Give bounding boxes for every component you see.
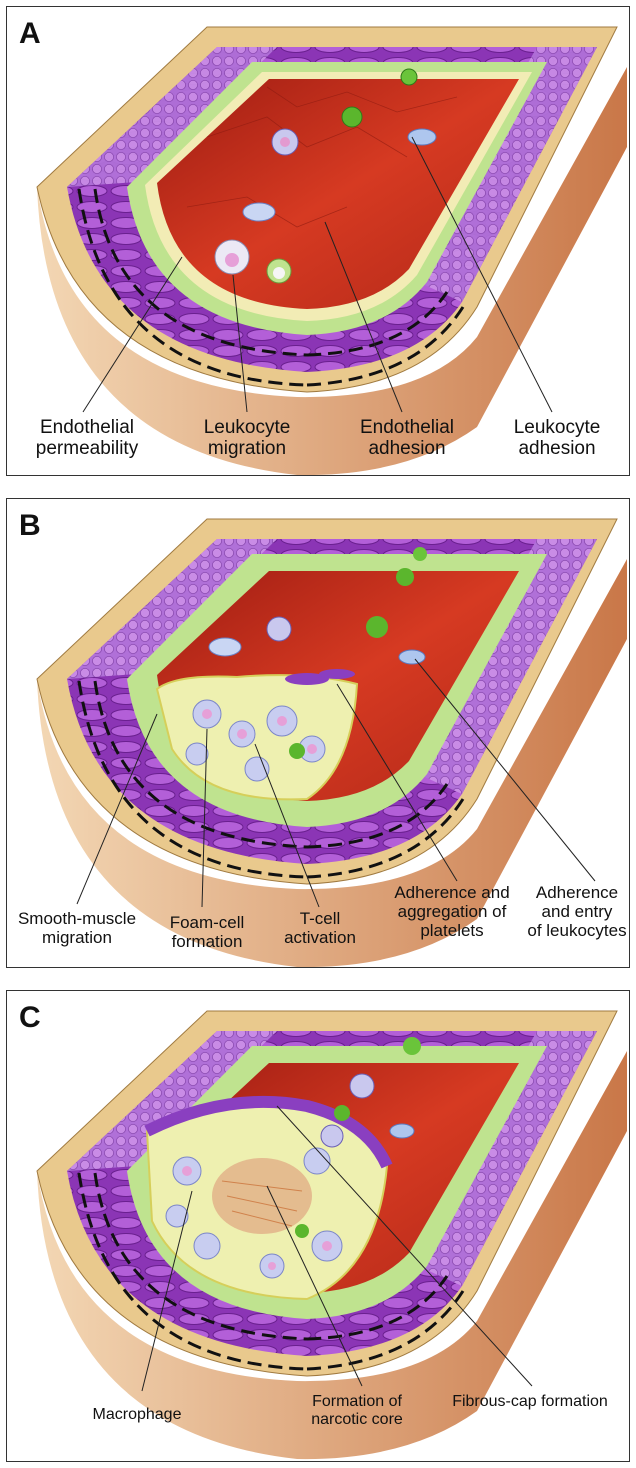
label-fibrous-cap: Fibrous-cap formation [432, 1393, 628, 1411]
panel-b: B [6, 498, 630, 968]
label-macrophage: Macrophage [67, 1406, 207, 1424]
artery-illustration [7, 991, 630, 1462]
panel-a: A [6, 6, 630, 476]
panel-letter: B [19, 509, 41, 543]
panel-letter: A [19, 17, 41, 51]
panel-c: C [6, 990, 630, 1462]
artery-illustration [7, 7, 630, 476]
panel-letter: C [19, 1001, 41, 1035]
